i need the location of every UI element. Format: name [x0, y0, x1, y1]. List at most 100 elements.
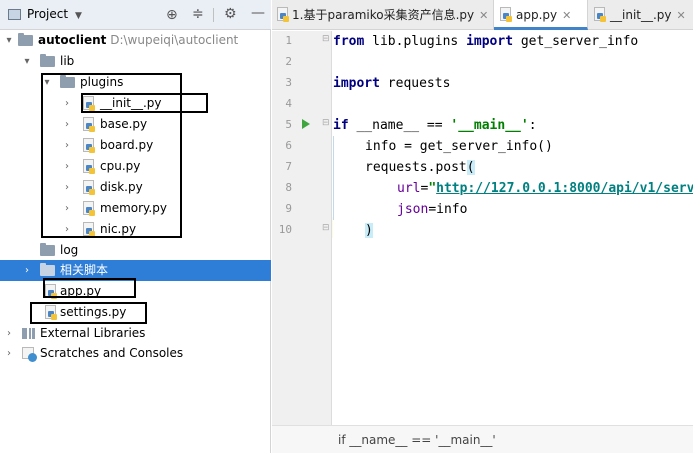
tree-item-plugins[interactable]: ▾ plugins: [0, 72, 271, 93]
code-editor[interactable]: from lib.plugins import get_server_info …: [333, 31, 693, 425]
breadcrumb-text: if __name__ == '__main__': [338, 433, 496, 447]
tree-item-scripts[interactable]: › 相关脚本: [0, 260, 271, 281]
chevron-right-icon[interactable]: ›: [7, 348, 11, 359]
folder-icon: [40, 243, 55, 256]
expand-arrow-icon[interactable]: ▾: [44, 77, 50, 88]
fold-icon[interactable]: ⊟: [322, 118, 330, 128]
line-number: 4: [285, 97, 292, 110]
expand-arrow-icon[interactable]: ▾: [6, 35, 12, 46]
tree-item-label: base.py: [100, 117, 148, 131]
tree-item-autoclient[interactable]: ▾ autoclient D:\wupeiqi\autoclient: [0, 30, 271, 51]
tree-item-label: Scratches and Consoles: [40, 346, 184, 360]
close-icon[interactable]: ✕: [676, 9, 686, 22]
editor-tab-bar: 1.基于paramiko采集资产信息.py✕ app.py ✕ __init__.…: [272, 0, 693, 30]
tab-init[interactable]: __init__.py ✕: [588, 0, 693, 30]
tree-item-file[interactable]: › cpu.py: [0, 156, 271, 177]
tab-paramiko-file[interactable]: 1.基于paramiko采集资产信息.py✕: [272, 0, 494, 30]
chevron-right-icon[interactable]: ›: [65, 203, 69, 214]
editor-breadcrumb[interactable]: if __name__ == '__main__': [272, 425, 693, 453]
tree-item-label: lib: [60, 54, 75, 68]
annotation-box-init: [81, 93, 208, 113]
tree-item-label: nic.py: [100, 222, 137, 236]
chevron-right-icon[interactable]: ›: [25, 265, 29, 276]
code-line: if __name__ == '__main__':: [333, 118, 537, 133]
tree-item-settings[interactable]: settings.py: [0, 302, 271, 323]
run-icon[interactable]: [302, 119, 310, 129]
project-panel: Project ▼ ⊕ ≑ ⚙ — ▾ autoclient D:\wupeiq…: [0, 0, 271, 453]
root-path: D:\wupeiqi\autoclient: [110, 33, 239, 47]
python-file-icon: [82, 222, 96, 237]
gear-icon[interactable]: ⚙: [224, 6, 237, 22]
python-file-icon: [82, 96, 96, 111]
tree-item-label: settings.py: [60, 305, 127, 319]
code-line: json=info: [397, 202, 468, 217]
tree-item-label: disk.py: [100, 180, 143, 194]
line-number: 3: [285, 76, 292, 89]
code-line: requests.post(: [365, 160, 475, 175]
folder-icon: [18, 33, 33, 46]
tree-item-label: cpu.py: [100, 159, 141, 173]
python-file-icon: [276, 7, 290, 22]
code-line: ): [365, 223, 373, 238]
chevron-right-icon[interactable]: ›: [65, 140, 69, 151]
chevron-right-icon[interactable]: ›: [65, 161, 69, 172]
tree-item-file[interactable]: › __init__.py: [0, 93, 271, 114]
tree-item-label: __init__.py: [100, 96, 162, 110]
line-number: 8: [285, 181, 292, 194]
tree-item-lib[interactable]: ▾ lib: [0, 51, 271, 72]
tree-item-label: log: [60, 243, 79, 257]
tree-item-label: plugins: [80, 75, 124, 89]
tab-app[interactable]: app.py ✕: [494, 0, 588, 30]
collapse-all-icon[interactable]: ≑: [192, 6, 204, 22]
folder-icon: [40, 263, 55, 276]
project-view-selector[interactable]: Project: [27, 7, 69, 21]
tab-label: __init__.py: [610, 8, 672, 22]
divider: [213, 8, 214, 22]
fold-icon[interactable]: ⊟: [322, 223, 330, 233]
tree-item-file[interactable]: › disk.py: [0, 177, 271, 198]
tree-item-external-libraries[interactable]: › External Libraries: [0, 323, 271, 344]
python-file-icon: [82, 201, 96, 216]
code-line: from lib.plugins import get_server_info: [333, 34, 639, 49]
python-file-icon: [44, 305, 58, 320]
chevron-right-icon[interactable]: ›: [7, 328, 11, 339]
close-icon[interactable]: ✕: [562, 9, 572, 22]
chevron-right-icon[interactable]: ›: [65, 98, 69, 109]
close-icon[interactable]: ✕: [479, 9, 489, 22]
tree-item-label: 相关脚本: [60, 263, 109, 277]
chevron-down-icon[interactable]: ▼: [75, 11, 82, 21]
project-panel-header: Project ▼ ⊕ ≑ ⚙ —: [0, 0, 271, 30]
expand-arrow-icon[interactable]: ▾: [24, 56, 30, 67]
tree-item-label: autoclient D:\wupeiqi\autoclient: [38, 33, 239, 47]
chevron-right-icon[interactable]: ›: [65, 224, 69, 235]
python-file-icon: [82, 138, 96, 153]
chevron-right-icon[interactable]: ›: [65, 182, 69, 193]
line-number: 6: [285, 139, 292, 152]
line-number: 1: [285, 34, 292, 47]
line-number: 10: [278, 223, 292, 236]
line-number: 9: [285, 202, 292, 215]
line-number: 7: [285, 160, 292, 173]
tree-item-file[interactable]: › nic.py: [0, 219, 271, 240]
code-line: info = get_server_info(): [365, 139, 553, 154]
line-number: 5: [285, 118, 292, 131]
python-file-icon: [82, 180, 96, 195]
tree-item-label: memory.py: [100, 201, 167, 215]
tree-item-file[interactable]: › memory.py: [0, 198, 271, 219]
tab-label: app.py: [516, 8, 558, 22]
scratches-icon-badge: [28, 353, 37, 362]
tree-item-log[interactable]: log: [0, 240, 271, 261]
library-icon: [22, 328, 35, 339]
python-file-icon: [499, 7, 513, 22]
tree-item-scratches[interactable]: › Scratches and Consoles: [0, 343, 271, 364]
hide-panel-icon[interactable]: —: [251, 5, 265, 21]
folder-icon: [40, 54, 55, 67]
annotation-box-app: [43, 278, 136, 298]
fold-icon[interactable]: ⊟: [322, 34, 330, 44]
tree-item-label: app.py: [60, 284, 102, 298]
locate-target-icon[interactable]: ⊕: [166, 7, 178, 23]
chevron-right-icon[interactable]: ›: [65, 119, 69, 130]
tree-item-file[interactable]: › board.py: [0, 135, 271, 156]
tree-item-file[interactable]: › base.py: [0, 114, 271, 135]
project-view-icon: [8, 9, 21, 20]
